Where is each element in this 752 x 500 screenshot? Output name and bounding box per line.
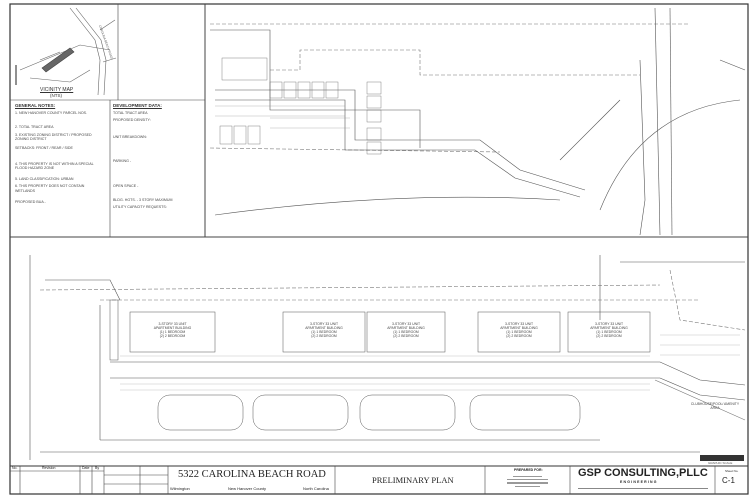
note-item: 3. EXISTING ZONING DISTRICT / PROPOSED Z…: [15, 132, 92, 142]
firm-name: GSP CONSULTING,PLLC: [578, 467, 708, 479]
data-item: BLDG. HGTS. - 3 STORY MAXIMUM: [113, 198, 173, 203]
data-item: UTILITY CAPACITY REQUESTS:: [113, 205, 167, 210]
note-item: 4. THIS PROPERTY IS NOT WITHIN A SPECIAL…: [15, 162, 94, 171]
graphic-scale-label: GRAPHIC SCALE: [708, 461, 733, 465]
project-title: 5322 CAROLINA BEACH ROAD: [178, 469, 326, 480]
amenity-label: CLUBHOUSE/POOL/ AMENITY AREA: [690, 402, 740, 410]
data-item: OPEN SPACE -: [113, 183, 139, 188]
vicinity-map-title: VICINITY MAP: [40, 87, 74, 93]
client-info-lines: [505, 474, 550, 489]
project-city: Wilmington: [170, 486, 190, 491]
revision-header-revision: Revision: [42, 466, 56, 470]
revision-header-by: By: [95, 466, 100, 470]
note-item: 6. THIS PROPERTY DOES NOT CONTAIN WETLAN…: [15, 184, 85, 193]
general-notes-list: 1. NEW HANOVER COUNTY PARCEL NOS. 2. TOT…: [15, 111, 105, 204]
revision-header-no: No.: [12, 466, 18, 470]
note-item: SETBACKS: FRONT / REAR / SIDE: [15, 145, 73, 150]
sheet-title: PRELIMINARY PLAN: [372, 475, 454, 485]
revision-header-date: Date: [82, 466, 90, 470]
note-item: 1. NEW HANOVER COUNTY PARCEL NOS.: [15, 111, 88, 115]
sheet-number: C-1: [722, 476, 735, 485]
firm-address-line: [578, 488, 708, 490]
project-county: New Hanover County: [228, 486, 267, 491]
general-notes-heading: GENERAL NOTES:: [15, 103, 56, 108]
data-item: TOTAL TRACT AREA: [113, 111, 148, 115]
prepared-for-label: PREPARED FOR:: [514, 468, 543, 472]
data-item: UNIT BREAKDOWN:: [113, 134, 147, 139]
development-data-heading: DEVELOPMENT DATA:: [113, 103, 162, 108]
development-data-list: TOTAL TRACT AREA PROPOSED DENSITY: UNIT …: [113, 111, 201, 210]
sheet-no-label: Sheet No.: [725, 469, 739, 473]
note-item: 2. TOTAL TRACT AREA: [15, 125, 54, 130]
data-item: PROPOSED DENSITY:: [113, 118, 151, 123]
note-item: 5. LAND CLASSIFICATION: URBAN: [15, 176, 74, 181]
vicinity-map-scale: (NTS): [50, 93, 62, 98]
project-state: North Carolina: [303, 486, 329, 491]
note-item: PROPOSED BUA -: [15, 200, 46, 205]
firm-subtitle: ENGINEERING: [620, 480, 658, 484]
data-item: PARKING -: [113, 159, 132, 164]
